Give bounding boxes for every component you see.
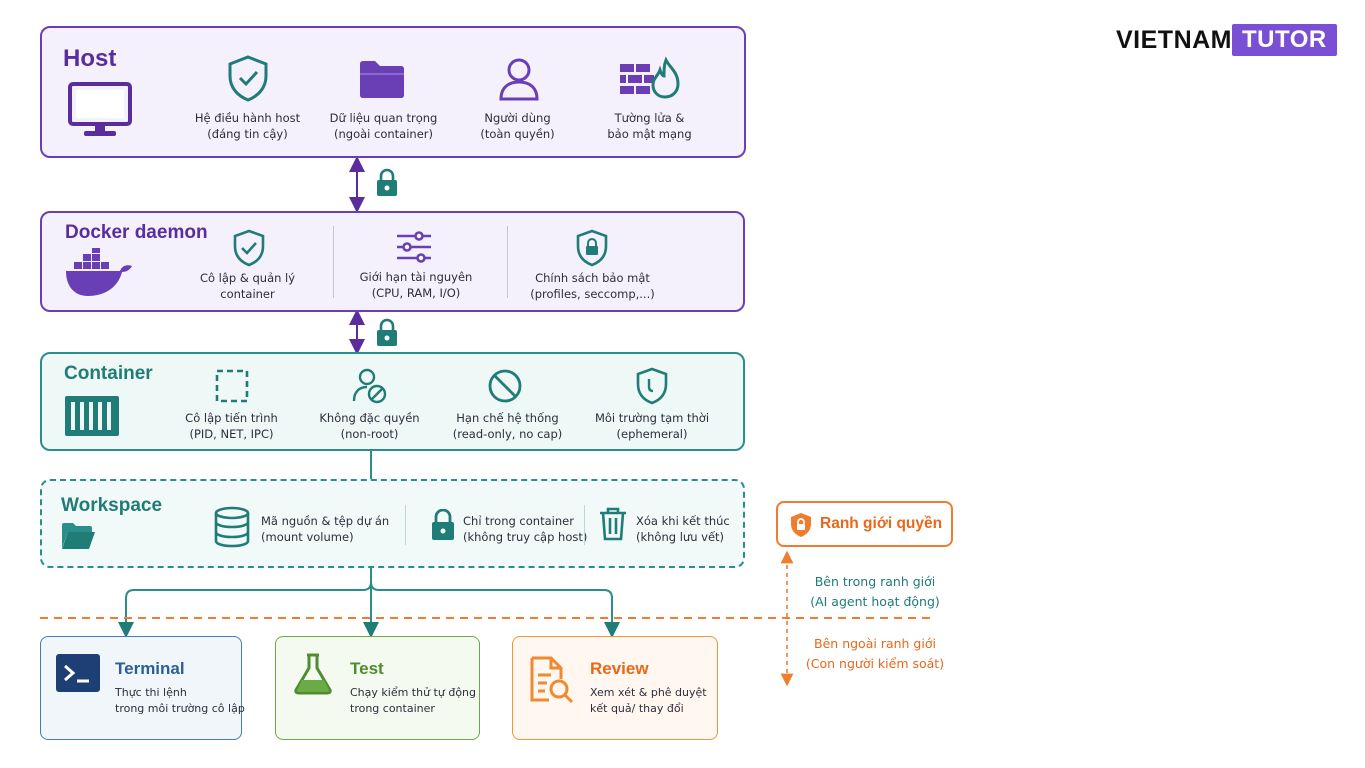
shield-check-icon [233, 229, 265, 267]
folder-icon [360, 61, 404, 98]
docker-item-policy: Chính sách bảo mật(profiles, seccomp,...… [530, 271, 655, 301]
terminal-title: Terminal [115, 659, 185, 678]
docker-item-resources: Giới hạn tài nguyên(CPU, RAM, I/O) [359, 270, 473, 300]
firewall-icon [620, 56, 680, 99]
document-search-icon [530, 656, 574, 704]
container-item-nonroot: Không đặc quyền(non-root) [319, 411, 420, 441]
divider [405, 505, 406, 545]
test-title: Test [350, 659, 384, 678]
shield-half-icon [636, 367, 668, 405]
host-item-firewall: Tường lửa &bảo mật mạng [607, 111, 692, 141]
workspace-title: Workspace [61, 495, 163, 516]
legend-inside-label: Bên trong ranh giới(AI agent hoạt động) [810, 574, 940, 609]
container-item-restricted: Hạn chế hệ thống(read-only, no cap) [452, 411, 563, 441]
shield-check-icon [228, 55, 268, 102]
lock-icon [432, 509, 454, 540]
container-item-process: Cô lập tiến trình(PID, NET, IPC) [185, 411, 278, 441]
logo-text-vietnam: VIETNAM [1116, 25, 1232, 54]
user-icon [499, 58, 539, 101]
workspace-item-delete: Xóa khi kết thúc(không lưu vết) [636, 514, 730, 544]
container-title: Container [64, 363, 153, 384]
permission-boundary-legend: Ranh giới quyền [776, 501, 953, 547]
terminal-icon [56, 654, 100, 692]
divider [507, 226, 508, 298]
host-item-user: Người dùng(toàn quyền) [480, 111, 555, 141]
review-title: Review [590, 659, 649, 678]
logo-text-tutor: TUTOR [1232, 24, 1337, 56]
workspace-item-source: Mã nguồn & tệp dự án(mount volume) [261, 514, 390, 544]
shield-lock-icon [791, 513, 811, 537]
workspace-item-container-only: Chỉ trong container(không truy cập host) [463, 514, 588, 544]
container-icon [65, 396, 119, 436]
monitor-icon [68, 82, 132, 136]
sliders-icon [397, 231, 431, 263]
docker-panel [40, 211, 745, 312]
host-item-data: Dữ liệu quan trọng(ngoài container) [329, 111, 438, 141]
folder-open-icon [62, 523, 95, 549]
lock-icon [377, 318, 397, 346]
workspace-panel [40, 479, 745, 568]
container-panel [40, 352, 745, 451]
host-title: Host [63, 45, 117, 72]
database-icon [214, 506, 250, 548]
user-no-root-icon [352, 368, 387, 404]
legend-title: Ranh giới quyền [820, 515, 943, 532]
workspace-branch-line [118, 568, 372, 638]
divider [333, 226, 334, 298]
prohibited-icon [488, 369, 522, 403]
dashed-square-icon [215, 369, 249, 403]
docker-whale-icon [66, 248, 132, 296]
lock-icon [377, 168, 397, 196]
vietnam-tutor-logo: VIETNAM TUTOR [1116, 24, 1337, 56]
docker-title: Docker daemon [65, 222, 208, 243]
divider [584, 505, 585, 545]
trash-icon [600, 507, 626, 541]
flask-icon [294, 653, 332, 695]
host-item-os: Hệ điều hành host(đáng tin cậy) [194, 111, 301, 141]
shield-lock-icon [576, 229, 608, 267]
container-item-ephemeral: Môi trường tạm thời(ephemeral) [594, 411, 710, 441]
legend-outside-label: Bên ngoài ranh giới(Con người kiểm soát) [805, 636, 945, 671]
